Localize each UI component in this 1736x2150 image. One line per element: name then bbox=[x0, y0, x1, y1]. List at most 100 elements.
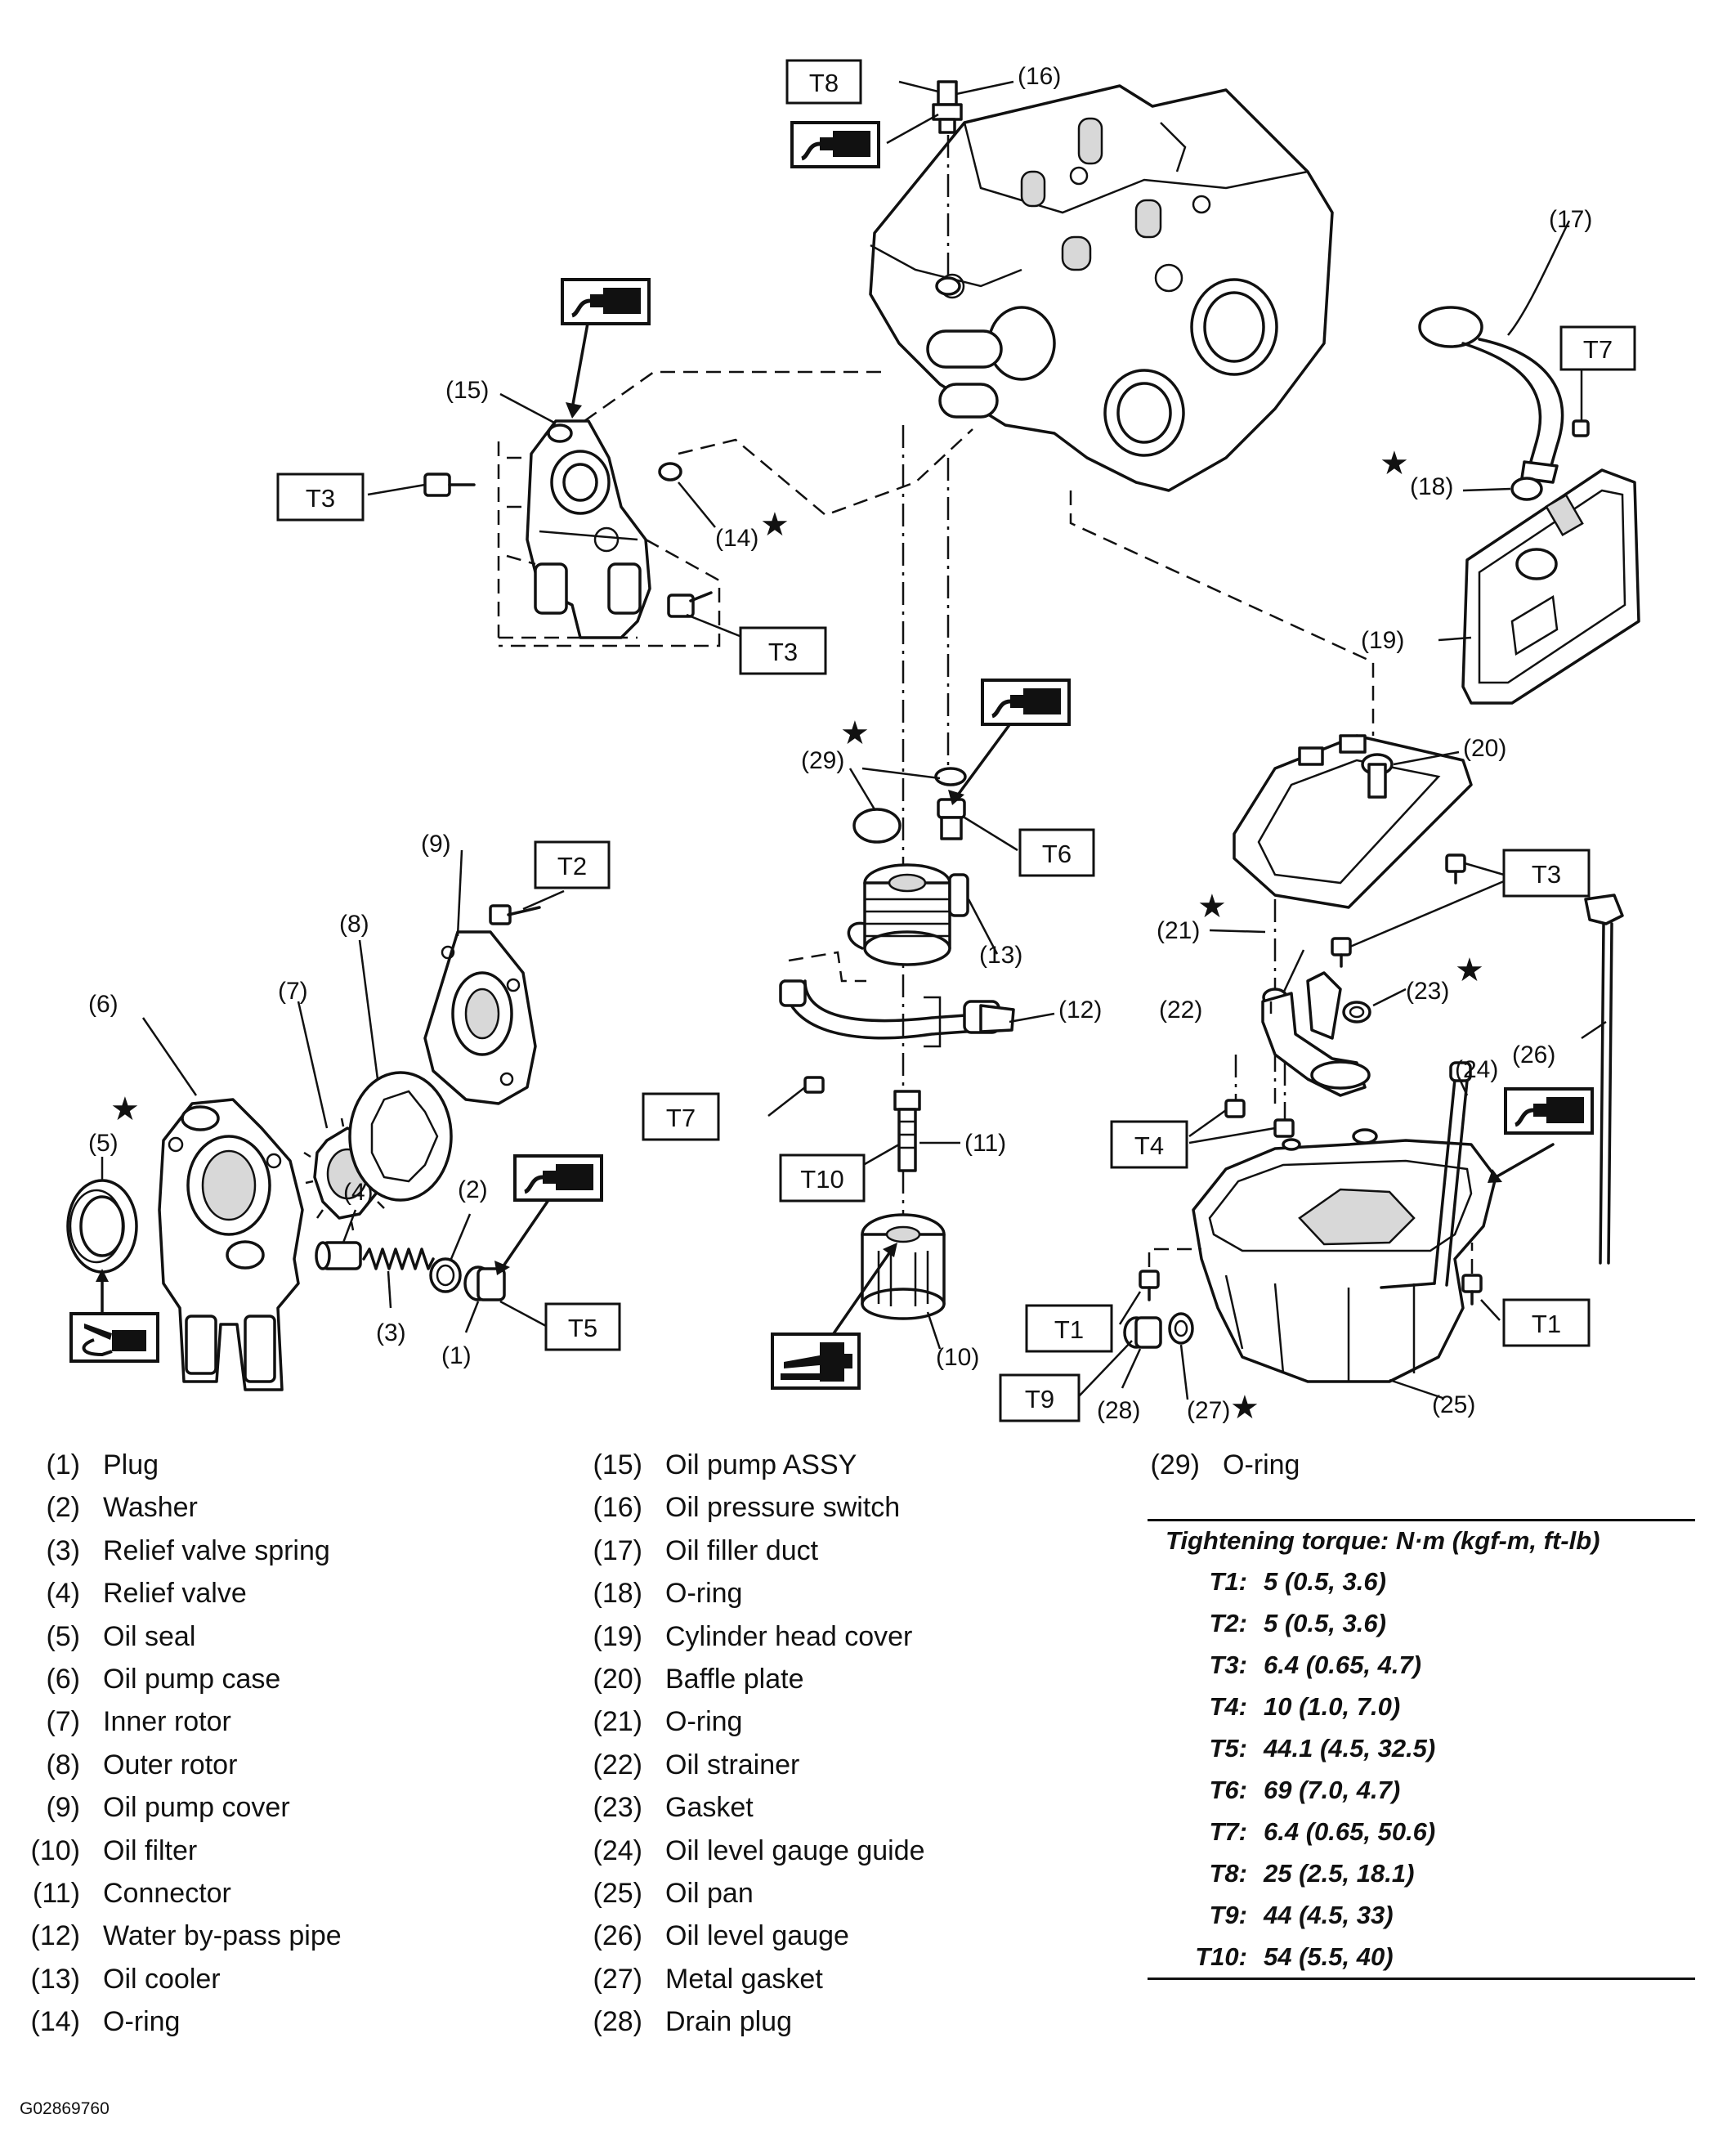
legend-item-name: Oil cooler bbox=[103, 1963, 221, 1995]
sealant-icon bbox=[562, 280, 649, 324]
legend-item: (13) Oil cooler bbox=[23, 1958, 342, 2000]
legend-item: (22)Oil strainer bbox=[585, 1744, 925, 1786]
torque-table-rows: T1:5 (0.5, 3.6)T2:5 (0.5, 3.6)T3:6.4 (0.… bbox=[1148, 1561, 1695, 1978]
outer-rotor bbox=[348, 1071, 453, 1202]
legend-item-name: Oil pan bbox=[665, 1877, 754, 1909]
legend-item-number: (3) bbox=[46, 1534, 80, 1566]
torque-value: 25 (2.5, 18.1) bbox=[1264, 1859, 1415, 1888]
tag-t5: T5 bbox=[544, 1302, 621, 1351]
legend-item: (16)Oil pressure switch bbox=[585, 1486, 925, 1529]
legend-item-number: (7) bbox=[46, 1706, 80, 1738]
svg-text:T1: T1 bbox=[1532, 1310, 1561, 1338]
washer bbox=[429, 1257, 462, 1293]
bolt-t3-baffle-2 bbox=[1331, 937, 1352, 968]
legend-item: (10)Oil filter bbox=[23, 1830, 342, 1872]
torque-value: 10 (1.0, 7.0) bbox=[1264, 1692, 1401, 1721]
torque-value: 54 (5.5, 40) bbox=[1264, 1942, 1394, 1971]
legend-item-name: Relief valve spring bbox=[103, 1534, 330, 1566]
legend-item-number: (24) bbox=[593, 1834, 642, 1866]
torque-key: T7: bbox=[1209, 1817, 1248, 1846]
legend-item-number: (23) bbox=[593, 1792, 642, 1824]
svg-text:T7: T7 bbox=[1583, 335, 1613, 364]
legend-item-name: Water by-pass pipe bbox=[103, 1920, 342, 1952]
callout-28: (28) bbox=[1097, 1397, 1140, 1424]
svg-text:T8: T8 bbox=[809, 69, 839, 97]
torque-row: T1: 5 (0.5, 3.6) bbox=[1148, 1561, 1695, 1602]
oil-strainer bbox=[1261, 971, 1371, 1097]
legend-item-number: (27) bbox=[593, 1963, 642, 1995]
callout-21: (21) bbox=[1157, 917, 1200, 944]
oil-cooler-connector-t6 bbox=[937, 798, 966, 840]
svg-text:T3: T3 bbox=[1532, 860, 1561, 889]
figure-id: G02869760 bbox=[20, 2099, 110, 2118]
metal-gasket bbox=[1168, 1312, 1194, 1345]
torque-key: T1: bbox=[1209, 1567, 1248, 1596]
legend-item: (19)Cylinder head cover bbox=[585, 1615, 925, 1658]
svg-text:T4: T4 bbox=[1134, 1131, 1164, 1160]
svg-text:T9: T9 bbox=[1025, 1385, 1054, 1413]
legend-item: (25) Oil pan bbox=[585, 1872, 925, 1915]
legend-item-number: (14) bbox=[30, 2006, 80, 2038]
torque-value: 6.4 (0.65, 4.7) bbox=[1264, 1651, 1422, 1679]
svg-text:T1: T1 bbox=[1054, 1315, 1084, 1344]
tag-t2: T2 bbox=[534, 840, 611, 889]
legend-item-number: (25) bbox=[593, 1877, 642, 1909]
bolt-t3-upper bbox=[423, 473, 476, 497]
legend-item-name: Outer rotor bbox=[103, 1749, 238, 1780]
callout-26: (26) bbox=[1512, 1041, 1555, 1068]
legend-item-name: O-ring bbox=[1223, 1449, 1300, 1480]
legend-item-name: Oil pressure switch bbox=[665, 1492, 901, 1524]
legend-item-name: Washer bbox=[103, 1492, 198, 1524]
tag-t3-lower: T3 bbox=[739, 626, 827, 675]
torque-table: Tightening torque: N·m (kgf-m, ft-lb) T1… bbox=[1148, 1519, 1695, 1980]
torque-row: T9:44 (4.5, 33) bbox=[1148, 1894, 1695, 1936]
legend-item: (5) Oil seal bbox=[23, 1615, 342, 1658]
torque-row: T7: 6.4 (0.65, 50.6) bbox=[1148, 1811, 1695, 1852]
torque-key: T2: bbox=[1209, 1609, 1248, 1637]
legend-item-number: (8) bbox=[46, 1749, 80, 1780]
sealant-icon bbox=[515, 1156, 602, 1200]
plug bbox=[463, 1265, 506, 1301]
legend-item: (12)Water by-pass pipe bbox=[23, 1915, 342, 1957]
torque-row: T6:69 (7.0, 4.7) bbox=[1148, 1769, 1695, 1811]
legend-item-number: (22) bbox=[593, 1749, 642, 1780]
legend-item: (2)Washer bbox=[23, 1486, 342, 1529]
torque-value: 6.4 (0.65, 50.6) bbox=[1264, 1817, 1436, 1846]
torque-key: T6: bbox=[1209, 1776, 1248, 1804]
legend-item-name: Gasket bbox=[665, 1792, 754, 1824]
legend-item: (20)Baffle plate bbox=[585, 1658, 925, 1700]
legend-item: (14)O-ring bbox=[23, 2000, 342, 2043]
tag-t7-top: T7 bbox=[1559, 325, 1636, 371]
torque-value: 5 (0.5, 3.6) bbox=[1264, 1567, 1386, 1596]
legend-item-number: (10) bbox=[30, 1834, 80, 1866]
legend-item: (3) Relief valve spring bbox=[23, 1530, 342, 1572]
callout-4: (4) bbox=[343, 1179, 374, 1206]
torque-value: 5 (0.5, 3.6) bbox=[1264, 1609, 1386, 1637]
legend-item-name: Oil pump cover bbox=[103, 1792, 290, 1824]
oil-filter bbox=[861, 1213, 946, 1320]
legend-item-number: (13) bbox=[30, 1963, 80, 1995]
svg-text:T10: T10 bbox=[800, 1165, 843, 1194]
svg-text:T3: T3 bbox=[768, 638, 798, 666]
engine-block bbox=[869, 84, 1334, 492]
oil-level-gauge-guide bbox=[1380, 1061, 1472, 1289]
callout-2: (2) bbox=[458, 1176, 488, 1203]
legend-item-name: Oil seal bbox=[103, 1620, 196, 1652]
callout-24: (24) bbox=[1455, 1056, 1498, 1083]
legend-item-number: (29) bbox=[1150, 1449, 1200, 1480]
torque-key: T8: bbox=[1209, 1859, 1248, 1888]
legend-item-number: (5) bbox=[46, 1620, 80, 1652]
exploded-diagram: T8 T7 T3 T3 T6 T2 T3 T4 T7 T10 T5 bbox=[66, 59, 1640, 1427]
callout-29: (29) bbox=[801, 747, 844, 774]
bolt-t2 bbox=[489, 904, 541, 925]
drain-plug bbox=[1123, 1316, 1162, 1349]
torque-key: T5: bbox=[1209, 1734, 1248, 1763]
legend-item-name: Oil level gauge guide bbox=[665, 1834, 925, 1866]
star-23: ★ bbox=[1455, 952, 1484, 989]
callout-18: (18) bbox=[1410, 473, 1453, 500]
star-27: ★ bbox=[1230, 1389, 1259, 1427]
legend-item-name: Drain plug bbox=[665, 2006, 792, 2038]
legend-item-name: Connector bbox=[103, 1877, 231, 1909]
bolt-t1-left bbox=[1139, 1270, 1160, 1301]
legend-item: (11)Connector bbox=[23, 1872, 342, 1915]
